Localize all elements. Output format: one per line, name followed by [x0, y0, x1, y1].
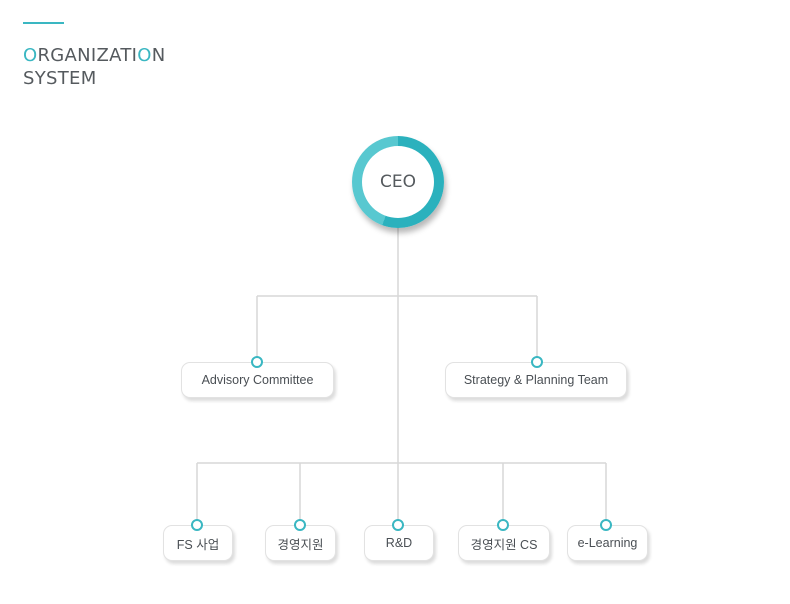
division-node-fs: FS 사업 — [163, 525, 233, 561]
connector-dot-rnd — [392, 519, 404, 531]
title-text-end: N — [151, 45, 166, 66]
connector-dot-advisory — [251, 356, 263, 368]
title-letter-o-1: O — [23, 45, 38, 66]
ceo-label: CEO — [362, 146, 434, 218]
title-line-2: SYSTEM — [23, 68, 97, 89]
connector-dot-e-learning — [600, 519, 612, 531]
page-title: ORGANIZATION SYSTEM — [23, 44, 166, 90]
title-accent-line — [23, 22, 64, 24]
title-line-1: ORGANIZATION — [23, 44, 166, 67]
connector-dot-fs — [191, 519, 203, 531]
ceo-node: CEO — [352, 136, 444, 228]
staff-node-strategy-planning-team: Strategy & Planning Team — [445, 362, 627, 398]
title-letter-o-2: O — [137, 45, 152, 66]
staff-node-advisory-committee: Advisory Committee — [181, 362, 334, 398]
connector-dot-management-support — [294, 519, 306, 531]
title-text-mid: RGANIZATI — [37, 45, 138, 66]
connector-dot-management-support-cs — [497, 519, 509, 531]
division-node-management-support-cs: 경영지원 CS — [458, 525, 550, 561]
connector-dot-strategy — [531, 356, 543, 368]
division-node-e-learning: e-Learning — [567, 525, 648, 561]
